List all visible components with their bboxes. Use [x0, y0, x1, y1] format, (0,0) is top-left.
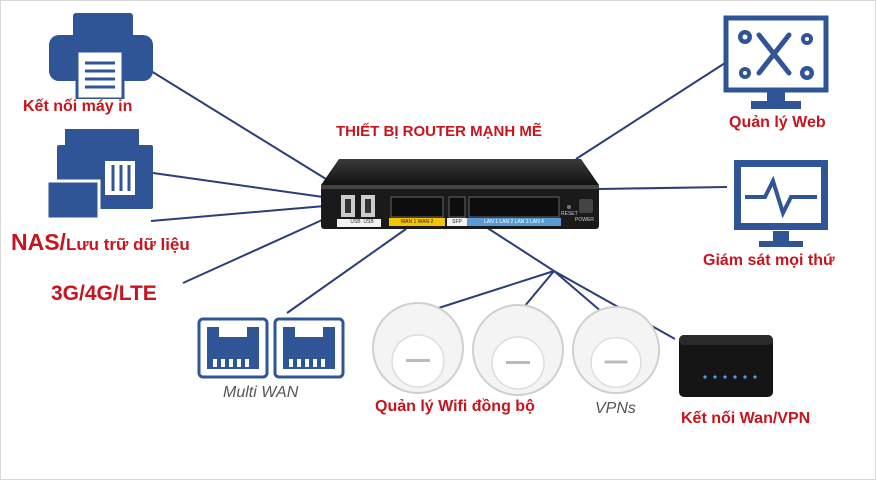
gear-icon [800, 66, 814, 80]
access-point-1-icon [372, 302, 464, 394]
gear-icon [801, 33, 813, 45]
lte-label: 3G/4G/LTE [51, 282, 157, 305]
link-storage [150, 205, 326, 222]
router-title: THIẾT BỊ ROUTER MẠNH MẼ [336, 123, 542, 140]
link-wifi-3 [553, 270, 604, 314]
gear-icon [739, 67, 751, 79]
port-sfp: SFP [452, 219, 462, 225]
link-lte [182, 215, 332, 284]
nas-label: NAS/Lưu trữ dữ liệu [11, 231, 190, 254]
monitor-label: Giám sát mọi thứ [703, 252, 835, 269]
link-nas [152, 172, 324, 198]
link-wanvpn [553, 270, 676, 340]
nas-label-suffix: Lưu trữ dữ liệu [65, 235, 190, 254]
web-label: Quản lý Web [729, 114, 826, 131]
link-wifi-trunk [485, 226, 555, 272]
wifi-label: Quản lý Wifi đồng bộ [375, 398, 535, 415]
wanvpn-label: Kết nối Wan/VPN [681, 410, 811, 427]
multiwan-label: Multi WAN [223, 384, 299, 401]
port-usb1: USB [350, 219, 361, 225]
link-printer [150, 70, 327, 180]
access-point-3-icon [571, 305, 661, 395]
nas-label-prefix: NAS/ [11, 229, 66, 255]
port-usb-text: USB USB [340, 219, 384, 225]
nas-storage-icon [47, 129, 153, 219]
port-usb2: USB [363, 219, 374, 225]
gear-icon [738, 30, 752, 44]
link-wifi-1 [422, 270, 555, 314]
link-monitor [598, 186, 728, 190]
small-router-icon [679, 335, 773, 397]
printer-label: Kết nối máy in [23, 98, 133, 115]
link-multiwan [286, 228, 407, 314]
port-power: POWER [575, 217, 594, 223]
link-web [575, 62, 726, 160]
port-reset: RESET [561, 211, 578, 217]
port-lan: LAN 1 LAN 2 LAN 3 LAN 4 [484, 219, 544, 225]
web-management-monitor-icon [723, 15, 829, 109]
access-point-2-icon [472, 304, 564, 396]
printer-icon [49, 13, 153, 99]
port-wan: WAN 1 WAN 2 [400, 219, 434, 225]
monitoring-screen-icon [734, 160, 828, 247]
vpns-label: VPNs [595, 400, 636, 417]
router-device [321, 159, 599, 229]
multi-wan-ports-icon [197, 317, 345, 379]
